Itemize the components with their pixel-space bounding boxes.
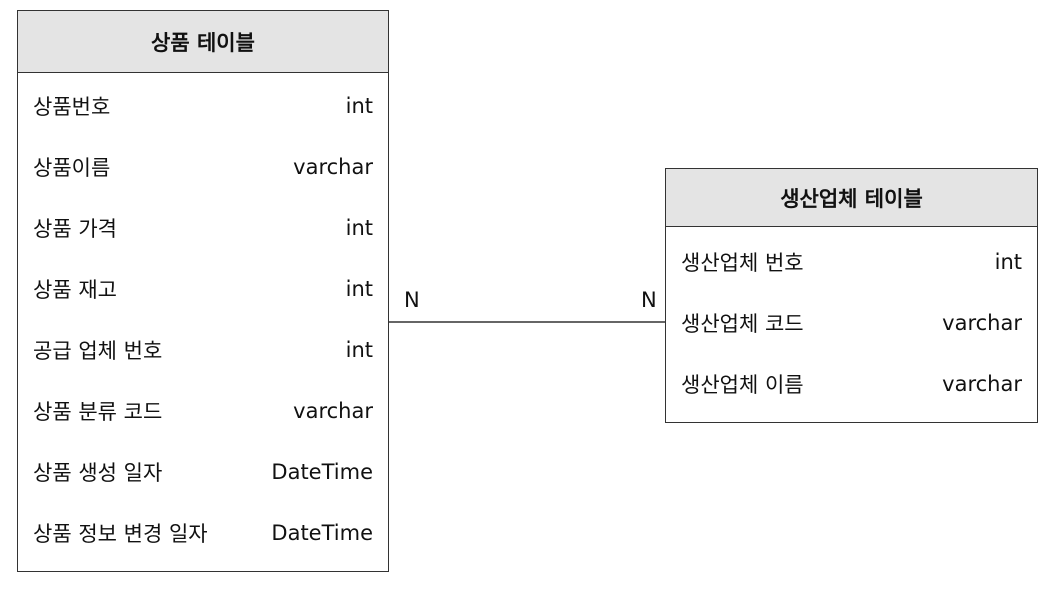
column-name: 공급 업체 번호 (33, 339, 163, 363)
column-type: int (345, 277, 373, 301)
column-name: 상품 분류 코드 (33, 400, 163, 424)
table-row: 상품 가격 int (18, 213, 388, 243)
column-type: int (345, 338, 373, 362)
column-name: 상품 생성 일자 (33, 461, 163, 485)
table-row: 생산업체 번호 int (666, 247, 1037, 277)
table-row: 상품번호 int (18, 91, 388, 121)
column-name: 생산업체 이름 (681, 373, 804, 397)
product-table-title: 상품 테이블 (18, 11, 388, 73)
cardinality-left: N (404, 288, 420, 312)
maker-table-title: 생산업체 테이블 (666, 169, 1037, 227)
column-type: varchar (942, 372, 1022, 396)
column-type: varchar (293, 399, 373, 423)
table-row: 상품 재고 int (18, 274, 388, 304)
column-type: DateTime (271, 521, 373, 545)
table-row: 상품 생성 일자 DateTime (18, 457, 388, 487)
column-type: varchar (293, 155, 373, 179)
column-name: 상품번호 (33, 95, 111, 119)
column-name: 생산업체 번호 (681, 251, 804, 275)
table-row: 상품이름 varchar (18, 152, 388, 182)
column-name: 상품 재고 (33, 278, 117, 302)
column-name: 상품이름 (33, 156, 111, 180)
table-row: 상품 정보 변경 일자 DateTime (18, 518, 388, 548)
column-type: int (345, 216, 373, 240)
table-row: 생산업체 이름 varchar (666, 369, 1037, 399)
column-name: 상품 가격 (33, 217, 117, 241)
column-type: int (345, 94, 373, 118)
column-name: 상품 정보 변경 일자 (33, 522, 208, 546)
table-row: 공급 업체 번호 int (18, 335, 388, 365)
table-row: 생산업체 코드 varchar (666, 308, 1037, 338)
table-row: 상품 분류 코드 varchar (18, 396, 388, 426)
cardinality-right: N (641, 288, 657, 312)
column-type: varchar (942, 311, 1022, 335)
product-table: 상품 테이블 상품번호 int 상품이름 varchar 상품 가격 int 상… (17, 10, 389, 572)
column-type: DateTime (271, 460, 373, 484)
column-name: 생산업체 코드 (681, 312, 804, 336)
maker-table: 생산업체 테이블 생산업체 번호 int 생산업체 코드 varchar 생산업… (665, 168, 1038, 423)
column-type: int (994, 250, 1022, 274)
